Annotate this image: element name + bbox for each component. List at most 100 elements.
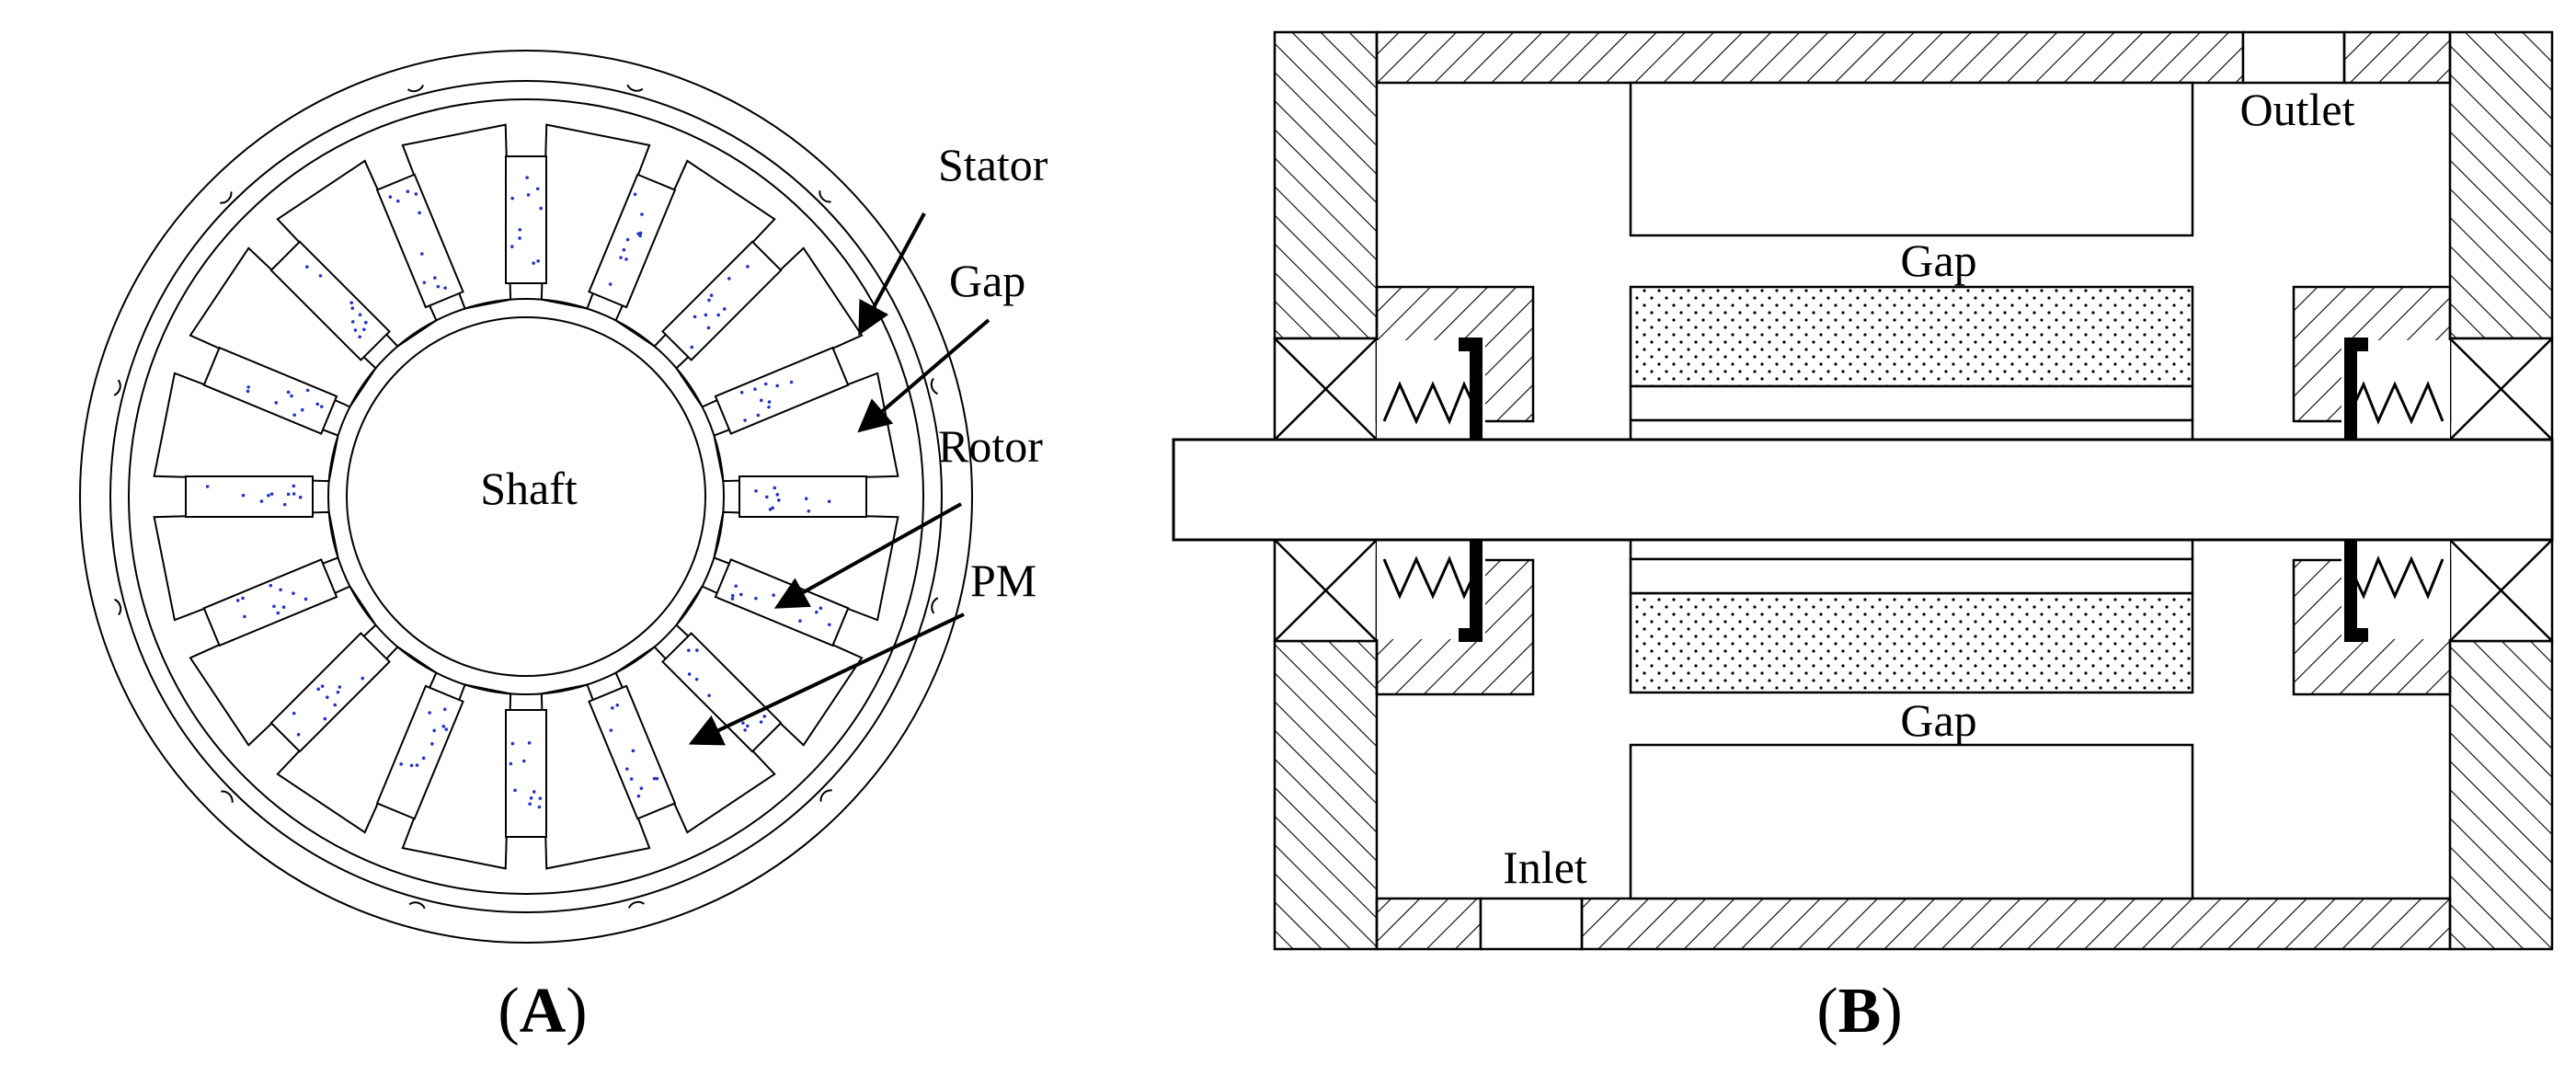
seal-ring-right-top <box>2344 338 2368 440</box>
shaft-label: Shaft <box>480 463 578 514</box>
magnet-speckle <box>772 593 775 597</box>
magnet-speckle <box>762 715 767 718</box>
panel-a-arrows <box>688 212 990 746</box>
magnet-speckle <box>754 596 758 601</box>
panel-a-caption-close: ) <box>566 976 587 1047</box>
magnet <box>505 155 547 284</box>
panel-a-caption: (A) <box>498 976 587 1047</box>
right-end-wall-top <box>2448 30 2554 340</box>
spring-right-bottom <box>2349 555 2444 600</box>
bolt-notch <box>220 191 233 204</box>
magnet-speckle <box>361 676 364 681</box>
magnet-speckle <box>436 284 441 289</box>
magnet-speckle <box>298 495 303 499</box>
magnet-speckle <box>292 484 296 488</box>
magnet <box>588 173 677 309</box>
pm-arrow <box>688 612 965 746</box>
magnet-body <box>738 475 867 518</box>
magnet-speckle <box>629 777 634 781</box>
magnet-speckle <box>526 193 531 197</box>
magnet-speckle <box>509 761 513 766</box>
bearings <box>1273 337 2554 643</box>
magnet-speckle <box>272 604 276 609</box>
seal-cavity-right-bottom <box>2341 540 2450 639</box>
magnet-speckle <box>358 313 362 317</box>
magnet-speckle <box>510 196 514 200</box>
magnet-speckle <box>521 759 526 763</box>
magnet-body <box>202 558 338 647</box>
magnet-speckle <box>743 418 747 422</box>
panel-a-caption-open: ( <box>498 976 519 1047</box>
magnet-speckle <box>707 693 711 698</box>
magnet-speckle <box>687 648 691 652</box>
magnet-body <box>375 684 464 820</box>
stator-arrow <box>858 212 926 337</box>
magnet-speckle <box>286 492 291 497</box>
bearing-left-top <box>1273 337 1379 441</box>
seal-springs <box>1382 381 2444 600</box>
magnet-speckle <box>205 485 210 488</box>
magnet-speckle <box>320 684 325 688</box>
magnet-speckle <box>615 704 620 707</box>
magnet <box>588 684 677 820</box>
magnet-speckle <box>763 382 768 386</box>
magnet-speckle <box>636 794 641 798</box>
magnet-speckle <box>323 716 327 721</box>
magnet-speckle <box>764 495 769 499</box>
bolt-notch <box>113 379 121 396</box>
gap-outer-circle <box>128 98 924 895</box>
panel-b-caption: (B) <box>1816 976 1902 1047</box>
magnet-body <box>588 684 677 820</box>
stator-bolt-notches <box>113 84 939 910</box>
panel-b-caption-close: ) <box>1881 976 1902 1047</box>
magnet-speckle <box>539 206 543 211</box>
magnet-speckle <box>693 315 697 319</box>
magnet-speckle <box>815 610 819 614</box>
magnet-speckle <box>443 286 447 290</box>
magnet-speckle <box>622 247 626 252</box>
bolt-notch <box>408 901 426 910</box>
magnet-speckle <box>754 489 758 493</box>
left-end-wall-top <box>1273 30 1379 340</box>
shaft <box>1172 438 2554 542</box>
magnet-speckle <box>709 293 714 297</box>
magnet <box>375 684 464 820</box>
magnet <box>185 475 314 518</box>
magnet-speckle <box>773 486 777 490</box>
magnet-speckle <box>292 492 296 496</box>
magnet <box>714 346 850 435</box>
magnet-body <box>588 173 677 309</box>
magnet-speckle <box>406 189 410 194</box>
magnet-speckle <box>730 597 735 601</box>
inlet-label: Inlet <box>1503 841 1587 893</box>
magnet-speckle <box>739 391 744 395</box>
magnet-speckle <box>510 741 515 746</box>
magnet-speckle <box>279 588 282 592</box>
bolt-notch <box>626 84 644 92</box>
magnet-speckle <box>292 591 295 595</box>
spring-left-top <box>1382 381 1479 425</box>
housing-top-left <box>1375 30 2245 85</box>
stator-outer-circle <box>79 50 973 944</box>
magnet-speckle <box>624 767 629 771</box>
magnet-speckle <box>318 274 323 278</box>
seal-ring-left-bottom <box>1459 540 1483 642</box>
magnet-speckle <box>241 493 246 498</box>
magnet-body <box>202 346 338 435</box>
magnet-speckle <box>633 192 637 197</box>
magnet-speckle <box>771 506 774 510</box>
magnet-speckle <box>798 619 802 624</box>
magnet-speckle <box>687 672 692 676</box>
shaft-circle <box>346 316 706 677</box>
rotor-core-bottom-1 <box>1629 538 2194 561</box>
magnet-speckle <box>745 724 750 728</box>
magnet-speckle <box>706 326 711 330</box>
magnet-speckle <box>290 394 293 398</box>
left-end-wall-bottom <box>1273 639 1379 951</box>
panel-b-caption-open: ( <box>1816 976 1838 1047</box>
magnet-speckle <box>415 763 419 767</box>
rotor-arrow <box>773 502 962 609</box>
magnet-speckle <box>350 320 355 324</box>
